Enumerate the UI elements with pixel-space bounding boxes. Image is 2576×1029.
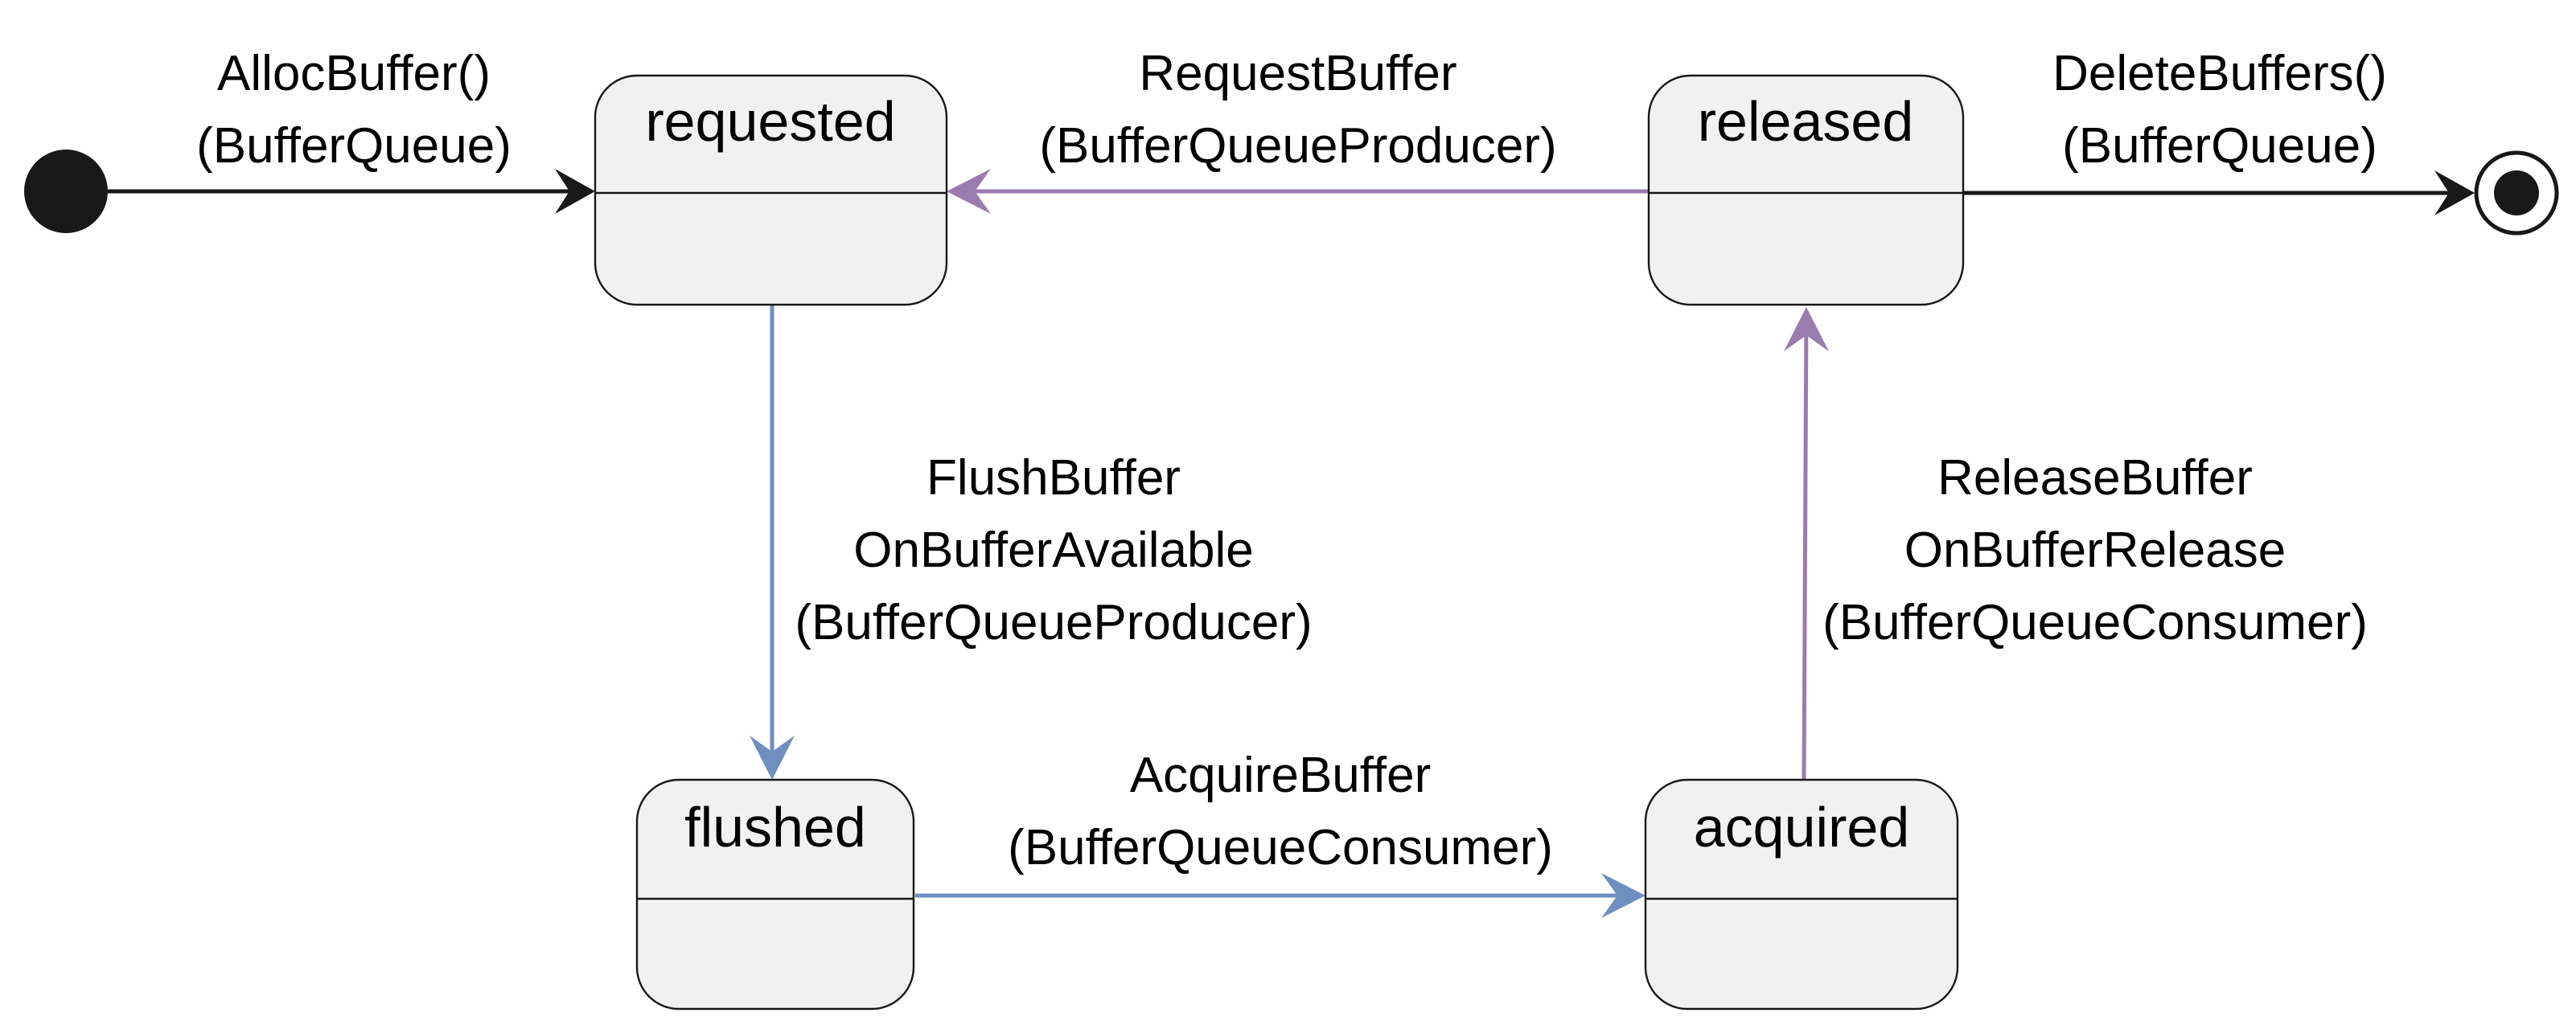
label-delete: DeleteBuffers() (BufferQueue) xyxy=(2052,46,2387,174)
state-requested-name: requested xyxy=(645,90,895,153)
label-release-line3: (BufferQueueConsumer) xyxy=(1822,595,2368,650)
state-requested: requested xyxy=(594,74,948,306)
transition-alloc-arrowhead xyxy=(555,169,595,214)
transition-delete xyxy=(1964,170,2475,215)
label-request-line1: RequestBuffer xyxy=(1139,46,1456,101)
transition-release-arrowhead xyxy=(1784,307,1829,351)
state-acquired-name: acquired xyxy=(1694,796,1910,859)
transition-flush-arrowhead xyxy=(750,736,795,780)
transition-acquire-arrowhead xyxy=(1601,873,1645,918)
transition-delete-arrowhead xyxy=(2434,170,2475,215)
label-flush-line1: FlushBuffer xyxy=(926,450,1181,506)
state-flushed: flushed xyxy=(635,778,915,1011)
state-released: released xyxy=(1647,74,1965,306)
label-acquire: AcquireBuffer (BufferQueueConsumer) xyxy=(1008,748,1553,875)
transition-flush xyxy=(750,305,795,780)
label-delete-line2: (BufferQueue) xyxy=(2062,118,2377,174)
transition-request-arrowhead xyxy=(947,169,991,214)
label-acquire-line2: (BufferQueueConsumer) xyxy=(1008,820,1553,875)
transition-release xyxy=(1784,307,1829,781)
transition-release-line xyxy=(1802,311,1809,781)
label-flush: FlushBuffer OnBufferAvailable (BufferQue… xyxy=(795,450,1312,650)
state-flushed-name: flushed xyxy=(684,796,866,859)
label-release-line2: OnBufferRelease xyxy=(1904,523,2286,578)
label-request-line2: (BufferQueueProducer) xyxy=(1039,118,1556,174)
transition-request xyxy=(947,169,1649,214)
label-release: ReleaseBuffer OnBufferRelease (BufferQue… xyxy=(1822,450,2368,650)
transition-alloc xyxy=(108,169,595,214)
label-request: RequestBuffer (BufferQueueProducer) xyxy=(1039,46,1556,174)
label-alloc: AllocBuffer() (BufferQueue) xyxy=(196,46,512,174)
state-acquired: acquired xyxy=(1644,778,1959,1011)
label-acquire-line1: AcquireBuffer xyxy=(1130,748,1432,803)
label-alloc-line1: AllocBuffer() xyxy=(217,46,491,101)
label-alloc-line2: (BufferQueue) xyxy=(196,118,512,174)
final-state xyxy=(2474,150,2559,236)
label-flush-line3: (BufferQueueProducer) xyxy=(795,595,1312,650)
label-delete-line1: DeleteBuffers() xyxy=(2052,46,2387,101)
state-released-name: released xyxy=(1698,90,1914,153)
transition-acquire xyxy=(915,873,1645,918)
label-release-line1: ReleaseBuffer xyxy=(1937,450,2253,506)
initial-state xyxy=(24,150,108,233)
label-flush-line2: OnBufferAvailable xyxy=(853,523,1253,578)
